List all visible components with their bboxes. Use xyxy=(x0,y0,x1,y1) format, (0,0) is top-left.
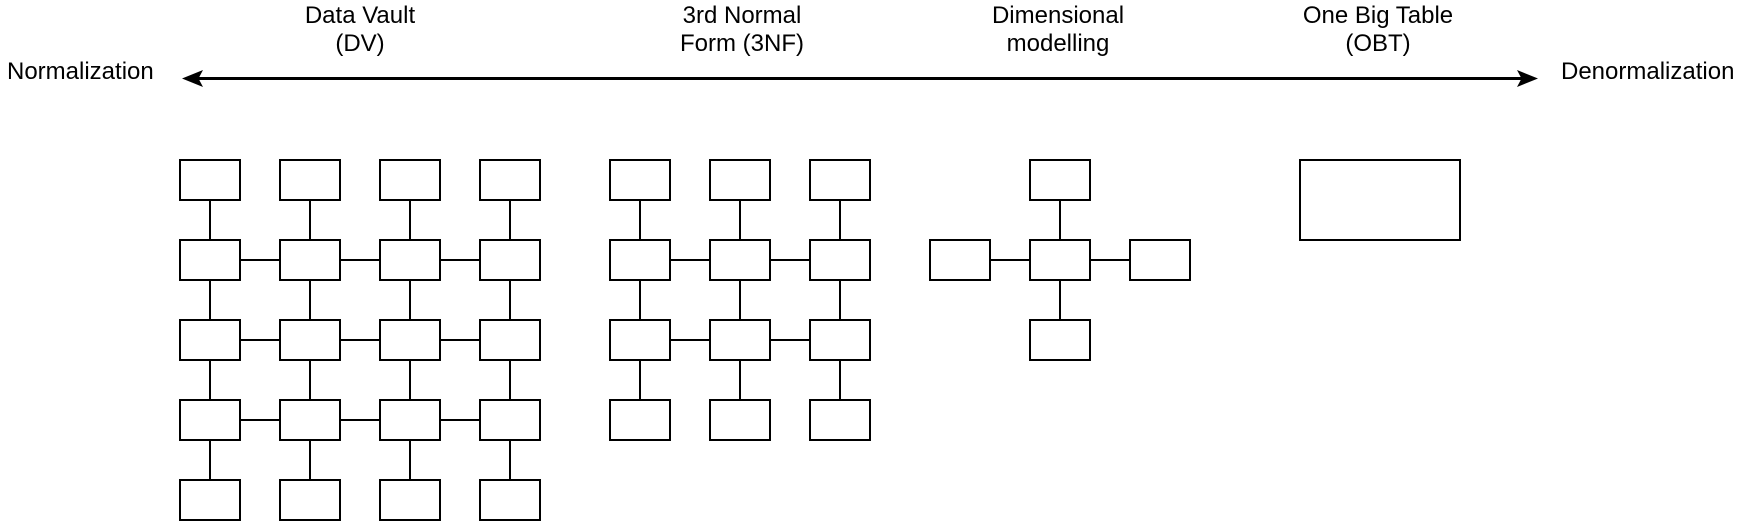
denormalization-label: Denormalization xyxy=(1561,58,1735,85)
label-third-normal-form: 3rd Normal Form (3NF) xyxy=(622,2,862,58)
entity-box xyxy=(609,159,671,201)
entity-box xyxy=(709,239,771,281)
normalization-label: Normalization xyxy=(7,58,154,85)
entity-box xyxy=(479,399,541,441)
entity-box xyxy=(179,479,241,521)
entity-box xyxy=(809,399,871,441)
label-line: (DV) xyxy=(335,30,385,57)
entity-box xyxy=(379,479,441,521)
arrow-left-head-icon xyxy=(182,70,203,87)
label-line: (OBT) xyxy=(1345,30,1411,57)
entity-box xyxy=(279,399,341,441)
arrow-right-head-icon xyxy=(1517,70,1538,87)
dimension-box xyxy=(1029,159,1091,201)
entity-box xyxy=(809,159,871,201)
entity-box xyxy=(609,319,671,361)
entity-box xyxy=(279,479,341,521)
entity-box xyxy=(479,239,541,281)
entity-box xyxy=(379,319,441,361)
one-big-table-box xyxy=(1299,159,1461,241)
entity-box xyxy=(179,399,241,441)
label-line: Dimensional xyxy=(991,2,1125,29)
dimension-box xyxy=(1129,239,1191,281)
entity-box xyxy=(709,319,771,361)
entity-diagrams xyxy=(179,159,1461,521)
entity-box xyxy=(479,159,541,201)
entity-box xyxy=(379,239,441,281)
label-line: Form (3NF) xyxy=(680,30,804,57)
entity-box xyxy=(809,239,871,281)
dimension-box xyxy=(929,239,991,281)
label-line: One Big Table xyxy=(1302,2,1454,29)
spectrum-arrow xyxy=(182,70,1538,87)
entity-box xyxy=(279,239,341,281)
entity-box xyxy=(279,319,341,361)
entity-box xyxy=(179,239,241,281)
entity-box xyxy=(379,159,441,201)
label-data-vault: Data Vault (DV) xyxy=(240,2,480,58)
fact-box xyxy=(1029,239,1091,281)
label-dimensional-modelling: Dimensional modelling xyxy=(938,2,1178,58)
label-line: modelling xyxy=(1006,30,1110,57)
entity-box xyxy=(809,319,871,361)
entity-box xyxy=(279,159,341,201)
label-line: Data Vault xyxy=(304,2,416,29)
entity-box xyxy=(479,479,541,521)
entity-box xyxy=(609,399,671,441)
entity-box xyxy=(179,319,241,361)
label-line: 3rd Normal xyxy=(682,2,802,29)
entity-box xyxy=(479,319,541,361)
entity-box xyxy=(709,399,771,441)
entity-box xyxy=(179,159,241,201)
entity-box xyxy=(609,239,671,281)
entity-box xyxy=(709,159,771,201)
label-one-big-table: One Big Table (OBT) xyxy=(1258,2,1498,58)
entity-box xyxy=(379,399,441,441)
dimension-box xyxy=(1029,319,1091,361)
